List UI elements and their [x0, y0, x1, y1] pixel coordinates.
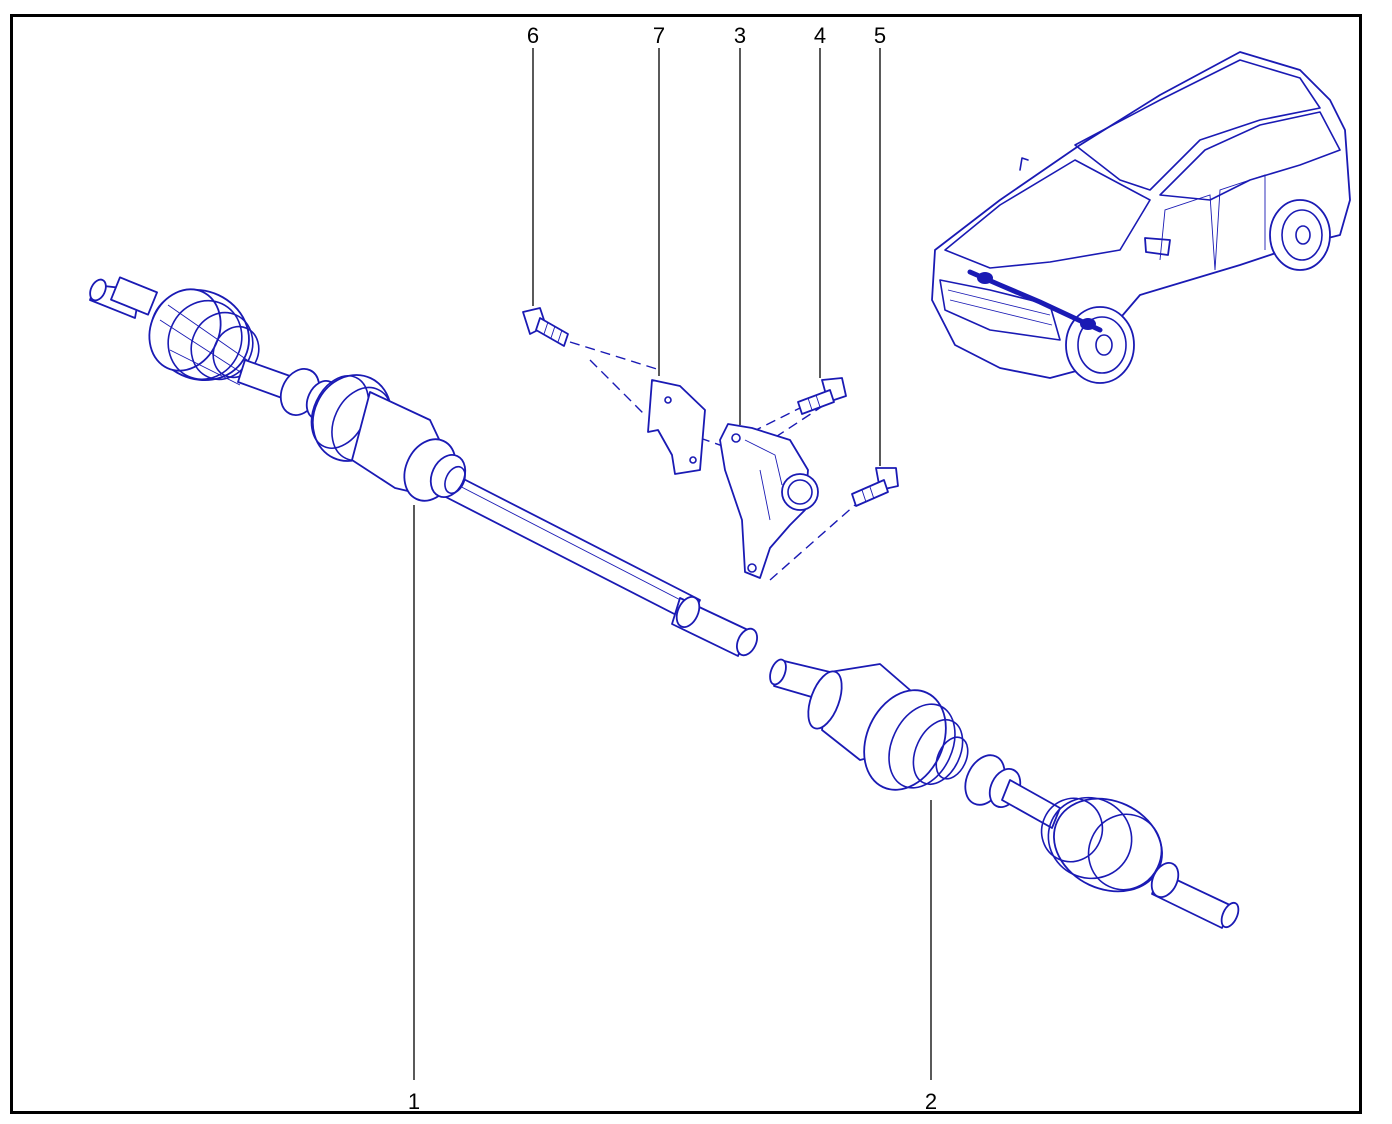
leader-lines [413, 48, 932, 1080]
left-driveshaft [89, 276, 758, 657]
callout-2: 2 [925, 1089, 937, 1114]
callout-4: 4 [814, 23, 826, 48]
vehicle-antenna [1019, 157, 1029, 171]
bolt-4 [797, 377, 847, 415]
vehicle-side-windows [1159, 111, 1341, 201]
callout-numbers: 6 7 3 4 5 1 2 [408, 23, 937, 1114]
vehicle-hood [944, 159, 1151, 269]
vehicle-doors [1159, 174, 1266, 271]
right-inner-boot [863, 689, 969, 791]
bracket-3 [719, 423, 819, 579]
vehicle-driveshaft-joint [977, 272, 993, 284]
vehicle-locator-illustration [931, 51, 1351, 384]
callout-1: 1 [408, 1089, 420, 1114]
vehicle-roof [1074, 59, 1321, 191]
heat-shield-7 [647, 379, 706, 475]
left-outer-boot [148, 288, 260, 386]
vehicle-grille [939, 279, 1061, 341]
callout-3: 3 [734, 23, 746, 48]
right-driveshaft [769, 658, 1240, 929]
callout-6: 6 [527, 23, 539, 48]
left-shaft-bar [435, 469, 701, 623]
bolt-6 [522, 307, 569, 347]
vehicle-rear-wheel [1269, 199, 1331, 271]
left-inner-joint [310, 374, 467, 502]
callout-5: 5 [874, 23, 886, 48]
vehicle-mirror [1144, 237, 1171, 256]
bolt-5 [851, 467, 899, 507]
bracket-assembly [522, 307, 899, 581]
callout-7: 7 [653, 23, 665, 48]
